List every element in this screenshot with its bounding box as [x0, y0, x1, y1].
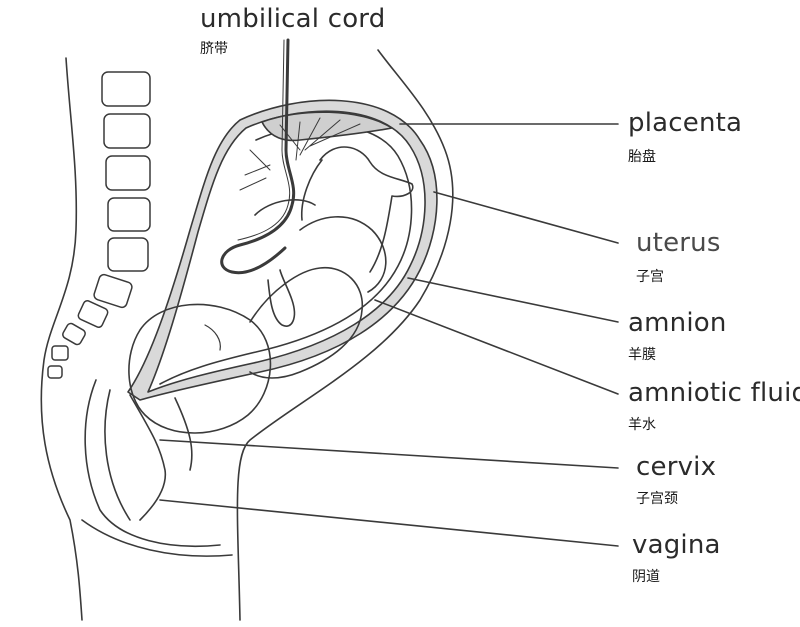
- label-amnion: amnion 羊膜: [628, 308, 727, 364]
- leader-lines: [159, 123, 619, 547]
- label-amniotic-fluid-en: amniotic fluid: [628, 378, 800, 408]
- spine-vertebrae: [47, 71, 151, 379]
- label-placenta: placenta 胎盘: [628, 108, 742, 166]
- label-amnion-zh: 羊膜: [628, 347, 656, 363]
- label-uterus-zh: 子宫: [636, 269, 664, 285]
- label-cervix-en: cervix: [636, 452, 717, 482]
- label-vagina-zh: 阴道: [632, 569, 660, 585]
- label-amniotic-fluid-zh: 羊水: [628, 417, 656, 433]
- fetus-head: [128, 303, 272, 434]
- placenta: [261, 111, 393, 142]
- vagina-outline: [84, 379, 221, 548]
- placenta-vessels: [239, 117, 361, 191]
- label-cervix-zh: 子宫颈: [636, 491, 678, 507]
- belly-outline: [236, 49, 454, 621]
- label-umbilical-cord-zh: 脐带: [200, 41, 228, 57]
- label-cervix: cervix 子宫颈: [636, 452, 716, 508]
- fetus-body: [249, 267, 363, 379]
- cervix: [129, 394, 166, 521]
- label-placenta-en: placenta: [628, 108, 743, 138]
- label-umbilical-cord-en: umbilical cord: [200, 4, 386, 34]
- label-amnion-en: amnion: [628, 308, 727, 338]
- label-uterus-en: uterus: [636, 228, 721, 258]
- back-outline: [40, 57, 83, 621]
- label-amniotic-fluid: amniotic fluid 羊水: [628, 378, 800, 434]
- fetus-arm: [267, 269, 296, 327]
- fetus-legs: [319, 146, 414, 273]
- label-uterus: uterus 子宫: [636, 228, 721, 286]
- label-placenta-zh: 胎盘: [628, 149, 656, 165]
- umbilical-cord: [220, 38, 296, 275]
- label-vagina: vagina 阴道: [632, 530, 721, 586]
- label-vagina-en: vagina: [632, 530, 721, 560]
- label-umbilical-cord: umbilical cord 脐带: [200, 4, 385, 58]
